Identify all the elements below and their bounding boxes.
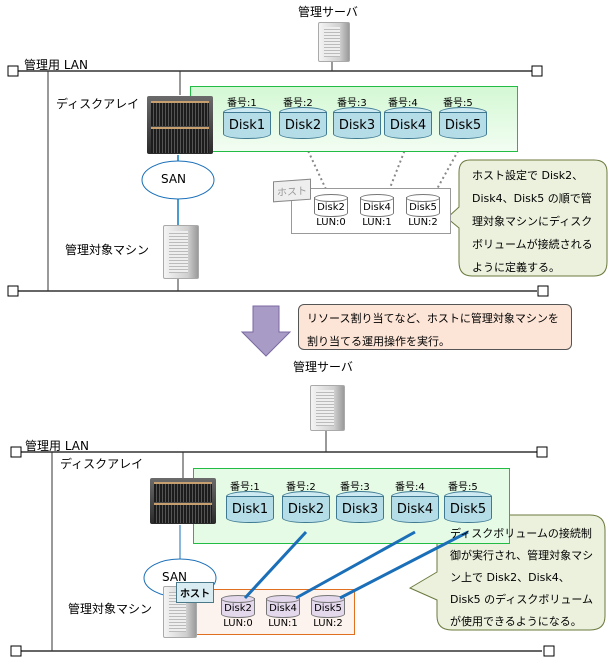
lun-label: LUN:1 [268,618,298,629]
bottom-management-server-icon [310,385,345,431]
lun-label: LUN:0 [316,217,346,228]
top-bottom-end-right [537,285,549,297]
disk-name: Disk5 [444,118,482,133]
host-disk-name: Disk4 [363,202,391,213]
disk-3: Disk3 [336,491,384,525]
top-bottom-end-left [7,285,19,297]
disk-number-label: 番号:4 [395,482,425,493]
host-disk: Disk5 [406,194,440,218]
top-server-label: 管理サーバ [298,5,358,19]
disk-number-label: 番号:3 [340,482,370,493]
disk-3: Disk3 [333,107,381,141]
bottom-bottom-end-left [10,645,22,657]
disk-5: Disk5 [444,491,492,525]
host-disk-name: Disk2 [317,202,345,213]
top-host-tag: ホスト [273,178,311,203]
lun-label: LUN:0 [223,618,253,629]
bottom-array-label: ディスクアレイ [60,457,144,471]
bottom-callout-text: ディスクボリュームの接続制御が実行され、管理対象マシン上で Disk2、Disk… [450,527,594,628]
disk-1: Disk1 [226,491,274,525]
bottom-machine-label: 管理対象マシン [68,602,153,616]
disk-number-label: 番号:2 [286,482,316,493]
lun-label: LUN:1 [362,217,392,228]
disk-name: Disk4 [389,118,427,133]
disk-number-label: 番号:5 [448,482,478,493]
disk-name: Disk4 [396,502,434,517]
disk-name: Disk1 [231,502,269,517]
disk-name: Disk3 [338,118,376,133]
host-disk-name: Disk5 [409,202,437,213]
disk-name: Disk2 [287,502,325,517]
disk-number-label: 番号:1 [227,98,257,109]
host-disk-name: Disk5 [314,603,342,614]
top-san-ellipse [141,160,215,200]
bottom-lan-end-left [10,446,22,458]
host-disk-name: Disk4 [269,603,297,614]
host-disk: Disk2 [221,595,255,619]
top-callout-shape [446,159,608,277]
disk-number-label: 番号:4 [388,98,418,109]
disk-name: Disk3 [341,502,379,517]
lun-label: LUN:2 [313,618,343,629]
disk-2: Disk2 [279,107,327,141]
top-disk-array-icon [147,96,213,154]
top-lan-end-right [531,65,543,77]
disk-1: Disk1 [223,107,271,141]
disk-number-label: 番号:3 [337,98,367,109]
bottom-lan-end-right [536,446,548,458]
disk-5: Disk5 [439,107,487,141]
disk-name: Disk2 [284,118,322,133]
top-lan-label: 管理用 LAN [24,58,88,72]
host-disk-name: Disk2 [224,603,252,614]
host-disk: Disk2 [314,194,348,218]
top-lan-end-left [7,65,19,77]
disk-name: Disk5 [449,502,487,517]
bottom-server-label: 管理サーバ [293,360,353,374]
bottom-host-tag: ホスト [176,582,214,603]
disk-2: Disk2 [282,491,330,525]
host-disk: Disk4 [360,194,394,218]
bottom-san-label: SAN [162,570,188,584]
bottom-disk-array-icon [150,478,216,524]
disk-4: Disk4 [391,491,439,525]
bottom-bottom-end-right [543,645,555,657]
disk-name: Disk1 [228,118,266,133]
top-machine-label: 管理対象マシン [65,243,150,257]
top-managed-machine-icon [163,225,199,279]
host-disk: Disk5 [311,595,345,619]
disk-number-label: 番号:1 [230,482,260,493]
disk-number-label: 番号:2 [283,98,313,109]
down-arrow-icon [240,305,292,357]
top-san-label: SAN [161,172,187,186]
lun-label: LUN:2 [408,217,438,228]
step-note: リソース割り当てなど、ホストに管理対象マシンを割り当てる運用操作を実行。 [298,304,572,350]
top-management-server-icon [318,22,350,62]
top-callout-text: ホスト設定で Disk2、Disk4、Disk5 の順で管理対象マシンにディスク… [472,169,593,274]
bottom-lan-label: 管理用 LAN [25,439,89,453]
host-disk: Disk4 [266,595,300,619]
disk-4: Disk4 [384,107,432,141]
disk-number-label: 番号:5 [443,98,473,109]
top-array-label: ディスクアレイ [56,97,140,111]
